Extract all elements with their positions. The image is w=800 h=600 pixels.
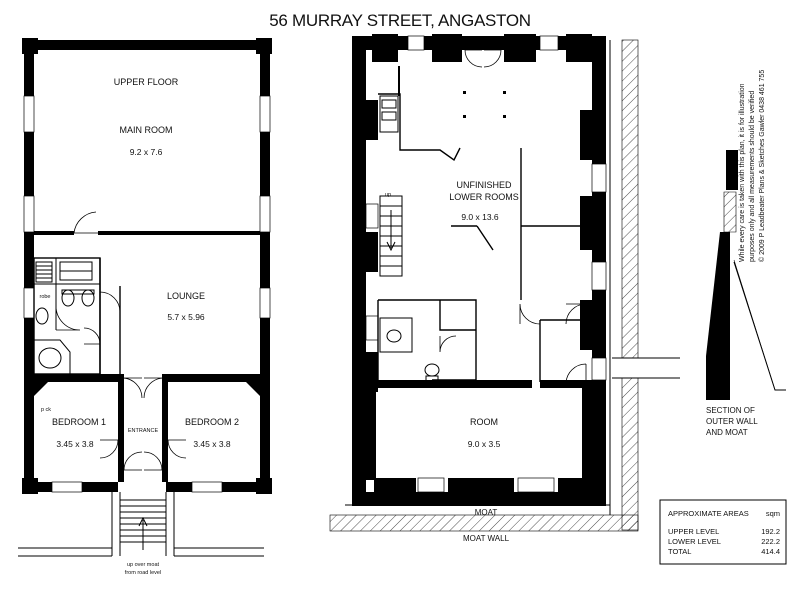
- unfinished-rooms-label-2: LOWER ROOMS: [449, 192, 519, 202]
- areas-heading: APPROXIMATE AREAS: [668, 509, 749, 518]
- pick-label: p ck: [41, 407, 51, 413]
- section-label-line-3: AND MOAT: [706, 428, 748, 437]
- upper-floor-label: UPPER FLOOR: [114, 77, 179, 87]
- bedroom-1-label: BEDROOM 1: [52, 417, 106, 427]
- areas-row-value: 192.2: [761, 527, 780, 536]
- main-room-label: MAIN ROOM: [120, 125, 173, 135]
- areas-row-label: UPPER LEVEL: [668, 527, 719, 536]
- bedroom-1-size: 3.45 x 3.8: [56, 439, 94, 449]
- bedroom-2-label: BEDROOM 2: [185, 417, 239, 427]
- stair-note-line-2: from road level: [125, 570, 161, 576]
- areas-row-value: 414.4: [761, 547, 780, 556]
- robe-label: robe: [39, 294, 50, 300]
- upper-floor-plan: [18, 38, 272, 557]
- section-label-line-2: OUTER WALL: [706, 417, 758, 426]
- areas-row-label: LOWER LEVEL: [668, 537, 721, 546]
- main-room-size: 9.2 x 7.6: [130, 147, 163, 157]
- areas-unit: sqm: [766, 509, 780, 518]
- moat-wall-label: MOAT WALL: [463, 534, 510, 543]
- lounge-size: 5.7 x 5.96: [167, 312, 205, 322]
- moat-label: MOAT: [475, 508, 498, 517]
- lower-floor-plan: [329, 34, 680, 532]
- entrance-label: ENTRANCE: [128, 428, 159, 434]
- room-label: ROOM: [470, 417, 498, 427]
- disclaimer: While every care is taken with this plan…: [739, 70, 766, 262]
- section-label-line-1: SECTION OF: [706, 406, 755, 415]
- room-size: 9.0 x 3.5: [468, 439, 501, 449]
- up-label: up: [385, 192, 391, 198]
- areas-row-value: 222.2: [761, 537, 780, 546]
- disclaimer-line-3: © 2009 P Leadbeater Plans & Sketches Gaw…: [758, 70, 766, 262]
- plan-title: 56 MURRAY STREET, ANGASTON: [269, 11, 530, 30]
- unfinished-rooms-size: 9.0 x 13.6: [461, 212, 499, 222]
- lounge-label: LOUNGE: [167, 291, 205, 301]
- disclaimer-line-1: While every care is taken with this plan…: [739, 83, 746, 262]
- areas-row-label: TOTAL: [668, 547, 691, 556]
- areas-table: APPROXIMATE AREAS sqm UPPER LEVEL 192.2 …: [659, 499, 787, 565]
- wall-section-drawing: [706, 150, 786, 400]
- disclaimer-line-2: purposes only and all measurements shoul…: [749, 91, 756, 262]
- bedroom-2-size: 3.45 x 3.8: [193, 439, 231, 449]
- moat-hatch: [621, 39, 639, 531]
- unfinished-rooms-label-1: UNFINISHED: [456, 180, 512, 190]
- stair-note-line-1: up over moat: [127, 562, 160, 568]
